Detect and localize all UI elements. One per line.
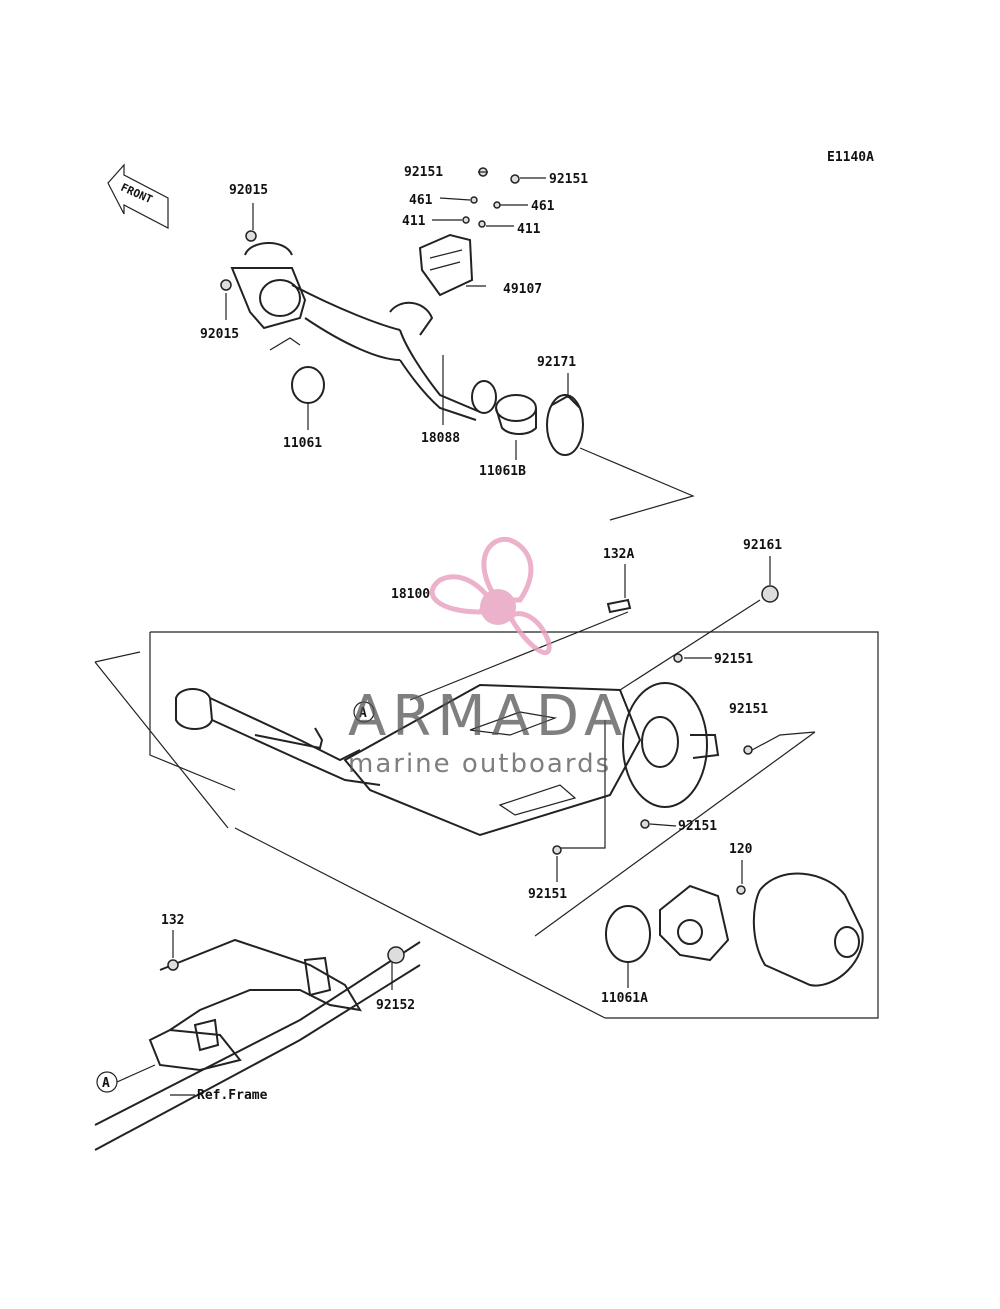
label-461-a: 461 xyxy=(409,193,433,208)
front-arrow-icon: FRONT xyxy=(107,163,169,229)
muffler-18100 xyxy=(94,631,879,1019)
label-132a: 132A xyxy=(603,547,634,562)
washer-461-b xyxy=(493,201,501,209)
heat-guard-49107 xyxy=(418,233,474,297)
svg-text:A: A xyxy=(102,1076,110,1091)
label-18100: 18100 xyxy=(391,587,430,602)
bolt-92151-e xyxy=(640,819,650,829)
label-92151-c: 92151 xyxy=(714,652,753,667)
collar-411-a xyxy=(462,216,470,224)
washer-461-a xyxy=(470,196,478,204)
label-92152: 92152 xyxy=(376,998,415,1013)
label-11061: 11061 xyxy=(283,436,322,451)
label-92161: 92161 xyxy=(743,538,782,553)
label-11061b: 11061B xyxy=(479,464,526,479)
lower-bolts xyxy=(552,585,779,855)
watermark-tagline: marine outboards xyxy=(348,749,611,779)
clamp-92171 xyxy=(546,394,584,456)
frame-bracket xyxy=(94,938,421,1151)
watermark-brand: ARMADA xyxy=(348,684,628,749)
svg-text:A: A xyxy=(359,706,367,721)
ref-frame-label: Ref.Frame xyxy=(197,1088,268,1103)
label-92171: 92171 xyxy=(537,355,576,370)
gasket-11061 xyxy=(291,366,325,404)
label-92151-f: 92151 xyxy=(528,887,567,902)
label-92151-e: 92151 xyxy=(678,819,717,834)
screw-120 xyxy=(736,885,746,895)
propeller-logo-icon xyxy=(429,536,552,655)
label-92015-bottom: 92015 xyxy=(200,327,239,342)
label-92151-d: 92151 xyxy=(729,702,768,717)
nut-92015-bottom xyxy=(220,279,232,291)
leader-lines-lower xyxy=(170,556,816,1096)
label-411-b: 411 xyxy=(517,222,541,237)
bushing-92152 xyxy=(387,946,405,964)
label-92151-a: 92151 xyxy=(404,165,443,180)
gasket-11061b xyxy=(495,394,537,435)
label-411-a: 411 xyxy=(402,214,426,229)
label-18088: 18088 xyxy=(421,431,460,446)
bushing-92161 xyxy=(761,585,779,603)
end-cap-assembly xyxy=(534,731,864,987)
marker-a-upper: A xyxy=(353,701,375,723)
label-461-b: 461 xyxy=(531,199,555,214)
armada-watermark: ARMADA marine outboards xyxy=(348,536,628,779)
nut-92015-top xyxy=(245,230,257,242)
marker-a-lower: A xyxy=(96,1071,118,1093)
collar-411-b xyxy=(478,220,486,228)
label-92015-top: 92015 xyxy=(229,183,268,198)
label-49107: 49107 xyxy=(503,282,542,297)
label-132: 132 xyxy=(161,913,184,928)
front-label: FRONT xyxy=(119,181,155,206)
diagram-code: E1140A xyxy=(827,150,874,165)
label-11061a: 11061A xyxy=(601,991,648,1006)
bolt-132 xyxy=(167,959,179,971)
bolt-92151-b xyxy=(510,174,520,184)
gasket-11061a xyxy=(605,905,651,963)
bolt-92151-f xyxy=(552,845,562,855)
bolt-92151-d xyxy=(743,745,753,755)
label-92151-b: 92151 xyxy=(549,172,588,187)
bolt-92151-c xyxy=(673,653,683,663)
exhaust-pipe-18088 xyxy=(230,242,497,421)
label-120: 120 xyxy=(729,842,753,857)
leader-lines-upper xyxy=(225,171,695,521)
